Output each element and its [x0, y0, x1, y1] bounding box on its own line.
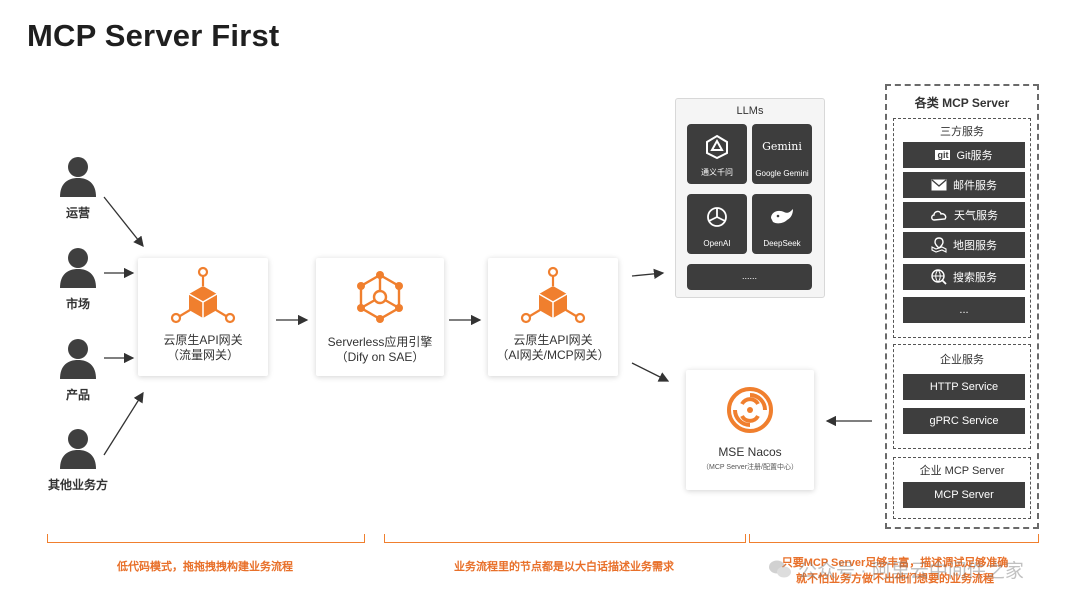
brace-mcp-rich — [749, 534, 1039, 543]
git-service: git Git服务 — [903, 142, 1025, 168]
role-label: 市场 — [65, 297, 90, 311]
nacos-icon — [727, 387, 773, 433]
llms-panel: LLMs 通义千问 Gemini Google Gemini OpenAI De… — [675, 98, 825, 298]
arrow-aigateway-to-nacos — [631, 362, 670, 382]
llms-title: LLMs — [736, 105, 764, 117]
node-subtitle: （Dify on SAE） — [335, 350, 425, 364]
model-label: Google Gemini — [755, 169, 809, 178]
node-subtitle: （AI网关/MCP网关） — [496, 348, 610, 362]
person-icon — [60, 339, 96, 379]
weather-service: 天气服务 — [903, 202, 1025, 228]
model-label: OpenAI — [703, 239, 731, 248]
service-label: gPRC Service — [929, 415, 999, 427]
service-label: MCP Server — [934, 489, 994, 501]
node-title: Serverless应用引擎 — [327, 335, 433, 349]
whale-icon — [771, 209, 793, 224]
serverless-engine-node: Serverless应用引擎 （Dify on SAE） — [316, 258, 444, 376]
traffic-gateway-node: 云原生API网关 （流量网关） — [138, 258, 268, 376]
gateway-icon — [520, 266, 586, 324]
node-subtitle: （MCP Server注册/配置中心） — [702, 464, 798, 471]
mcp-panel-title: 各类 MCP Server — [914, 96, 1010, 110]
service-label: Git服务 — [956, 150, 993, 162]
mail-service: 邮件服务 — [903, 172, 1025, 198]
group-title: 企业服务 — [940, 354, 984, 366]
service-label: HTTP Service — [929, 381, 999, 393]
model-label: 通义千问 — [701, 168, 733, 177]
brace-plain-language — [384, 534, 746, 543]
caption-plain-language: 业务流程里的节点都是以大白话描述业务需求 — [454, 561, 674, 573]
model-more: ...... — [687, 264, 812, 290]
role-product: 产品 — [48, 337, 108, 403]
person-icon — [60, 248, 96, 288]
wechat-icon — [769, 560, 791, 578]
person-icon — [60, 429, 96, 469]
node-title: MSE Nacos — [718, 445, 782, 459]
model-label: DeepSeek — [763, 239, 801, 248]
caption-line: 就不怕业务方做不出他们想要的业务流程 — [796, 573, 994, 585]
more-services: ... — [903, 297, 1025, 323]
ai-gateway-node: 云原生API网关 （AI网关/MCP网关） — [488, 258, 618, 376]
node-title: 云原生API网关 — [163, 333, 243, 347]
model-gemini: Gemini Google Gemini — [752, 124, 812, 184]
role-marketing: 市场 — [48, 246, 108, 312]
mcp-server-item: MCP Server — [903, 482, 1025, 508]
git-icon: git — [935, 150, 951, 160]
person-icon — [60, 157, 96, 197]
gemini-wordmark-icon: Gemini — [762, 140, 802, 153]
watermark-text: 公众号 · 阿里云中间件之家 — [798, 560, 1024, 582]
more-label: ...... — [741, 271, 757, 281]
enterprise-services-group: 企业服务 HTTP Service gPRC Service — [893, 344, 1031, 449]
caption-mcp-rich: 只要MCP Server足够丰富，描述调试足够准确 就不怕业务方做不出他们想要的… — [755, 554, 1035, 586]
watermark: 公众号 · 阿里云中间件之家 — [768, 552, 1068, 586]
node-subtitle: （流量网关） — [166, 348, 239, 362]
model-openai: OpenAI — [687, 194, 747, 254]
page-title: MCP Server First — [27, 18, 280, 53]
group-title: 企业 MCP Server — [919, 465, 1005, 477]
model-deepseek: DeepSeek — [752, 194, 812, 254]
service-label: 搜索服务 — [953, 272, 997, 284]
role-operations: 运营 — [48, 155, 108, 221]
role-other-business: 其他业务方 — [48, 427, 108, 493]
gateway-icon — [170, 266, 236, 324]
caption-low-code: 低代码模式，拖拖拽拽构建业务流程 — [117, 561, 293, 573]
search-service: 搜索服务 — [903, 264, 1025, 290]
service-label: 天气服务 — [954, 210, 998, 222]
service-label: 地图服务 — [953, 240, 997, 252]
role-label: 运营 — [65, 206, 90, 220]
mail-icon — [931, 179, 947, 191]
brace-low-code — [47, 534, 365, 543]
openai-icon — [707, 207, 727, 227]
model-tongyi: 通义千问 — [687, 124, 747, 184]
role-label: 产品 — [65, 388, 90, 402]
service-label: ... — [959, 304, 969, 316]
third-party-group: 三方服务 git Git服务 邮件服务 天气服务 地图服务 搜索服务 ... — [893, 118, 1031, 338]
mcp-servers-panel: 各类 MCP Server 三方服务 git Git服务 邮件服务 天气服务 地… — [885, 84, 1039, 529]
group-title: 三方服务 — [940, 126, 984, 138]
node-title: 云原生API网关 — [513, 333, 593, 347]
map-icon — [931, 237, 947, 253]
service-label: 邮件服务 — [953, 180, 997, 192]
arrow-other-to-gateway — [103, 391, 144, 456]
tongyi-icon — [706, 134, 728, 160]
globe-search-icon — [931, 269, 947, 285]
map-service: 地图服务 — [903, 232, 1025, 258]
enterprise-mcp-group: 企业 MCP Server MCP Server — [893, 457, 1031, 519]
serverless-icon — [357, 271, 403, 323]
grpc-service: gPRC Service — [903, 408, 1025, 434]
arrow-aigateway-to-llms — [631, 268, 665, 280]
caption-line: 只要MCP Server足够丰富，描述调试足够准确 — [781, 557, 1009, 569]
role-label: 其他业务方 — [48, 478, 109, 492]
http-service: HTTP Service — [903, 374, 1025, 400]
weather-icon — [931, 210, 947, 221]
mse-nacos-node: MSE Nacos （MCP Server注册/配置中心） — [686, 370, 814, 490]
arrow-operations-to-gateway — [103, 196, 144, 248]
